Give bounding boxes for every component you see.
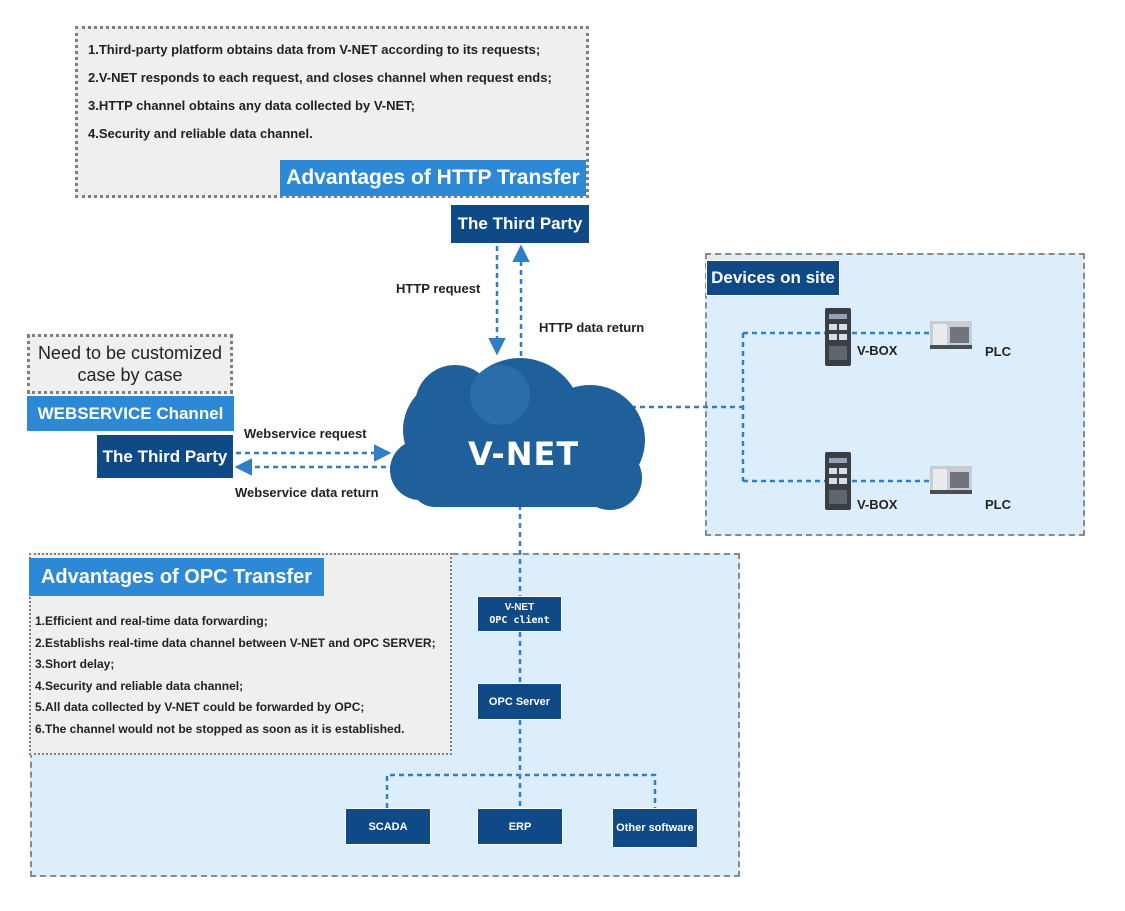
opc-point-3: 3.Short delay; xyxy=(35,657,115,671)
opc-server-box: OPC Server xyxy=(477,683,562,720)
opc-software-bus xyxy=(385,773,657,808)
webservice-note-line1: Need to be customized xyxy=(37,343,223,363)
other-software-box: Other software xyxy=(612,808,698,848)
webservice-channel-title: WEBSERVICE Channel xyxy=(27,396,234,431)
devices-zone xyxy=(705,253,1085,536)
erp-box: ERP xyxy=(477,808,563,845)
v-box-icon-2 xyxy=(825,452,851,510)
http-point-2: 2.V-NET responds to each request, and cl… xyxy=(88,70,552,85)
plc-label-1: PLC xyxy=(985,344,1011,359)
webservice-note-line2: case by case xyxy=(77,365,183,385)
webservice-note-box: Need to be customized case by case xyxy=(27,334,233,394)
opc-point-2: 2.Establishs real-time data channel betw… xyxy=(35,635,436,650)
opc-point-6: 6.The channel would not be stopped as so… xyxy=(35,721,405,736)
plc-icon-2 xyxy=(930,466,972,494)
webservice-third-party-box: The Third Party xyxy=(96,434,234,479)
scada-box: SCADA xyxy=(345,808,431,845)
v-box-label-1: V-BOX xyxy=(857,343,898,358)
http-point-1: 1.Third-party platform obtains data from… xyxy=(88,42,541,57)
devices-title: Devices on site xyxy=(706,260,840,296)
v-net-cloud xyxy=(390,358,645,510)
opc-point-5: 5.All data collected by V-NET could be f… xyxy=(35,700,365,714)
opc-client-line2: OPC client xyxy=(489,615,550,626)
opc-point-1: 1.Efficient and real-time data forwardin… xyxy=(35,614,268,628)
opc-points-list: 1.Efficient and real-time data forwardin… xyxy=(35,611,436,740)
plc-label-2: PLC xyxy=(985,497,1011,512)
http-third-party-box: The Third Party xyxy=(450,204,590,244)
opc-client-line1: V-NET xyxy=(504,602,535,613)
http-point-4: 4.Security and reliable data channel. xyxy=(88,126,313,141)
v-box-label-2: V-BOX xyxy=(857,497,898,512)
http-advantages-title: Advantages of HTTP Transfer xyxy=(280,160,586,196)
opc-advantages-box: 1.Efficient and real-time data forwardin… xyxy=(29,553,452,755)
http-return-label: HTTP data return xyxy=(539,320,645,335)
opc-advantages-title: Advantages of OPC Transfer xyxy=(29,558,324,596)
opc-point-4: 4.Security and reliable data channel; xyxy=(35,678,244,693)
plc-icon-1 xyxy=(930,321,972,349)
webservice-return-label: Webservice data return xyxy=(235,485,379,500)
http-points-list: 1.Third-party platform obtains data from… xyxy=(88,36,552,148)
http-request-label: HTTP request xyxy=(396,281,481,296)
v-net-cloud-label: V-NET xyxy=(468,435,580,473)
v-box-icon-1 xyxy=(825,308,851,366)
http-point-3: 3.HTTP channel obtains any data collecte… xyxy=(88,98,416,113)
opc-client-box: V-NET OPC client xyxy=(477,596,562,632)
webservice-request-label: Webservice request xyxy=(244,426,367,441)
